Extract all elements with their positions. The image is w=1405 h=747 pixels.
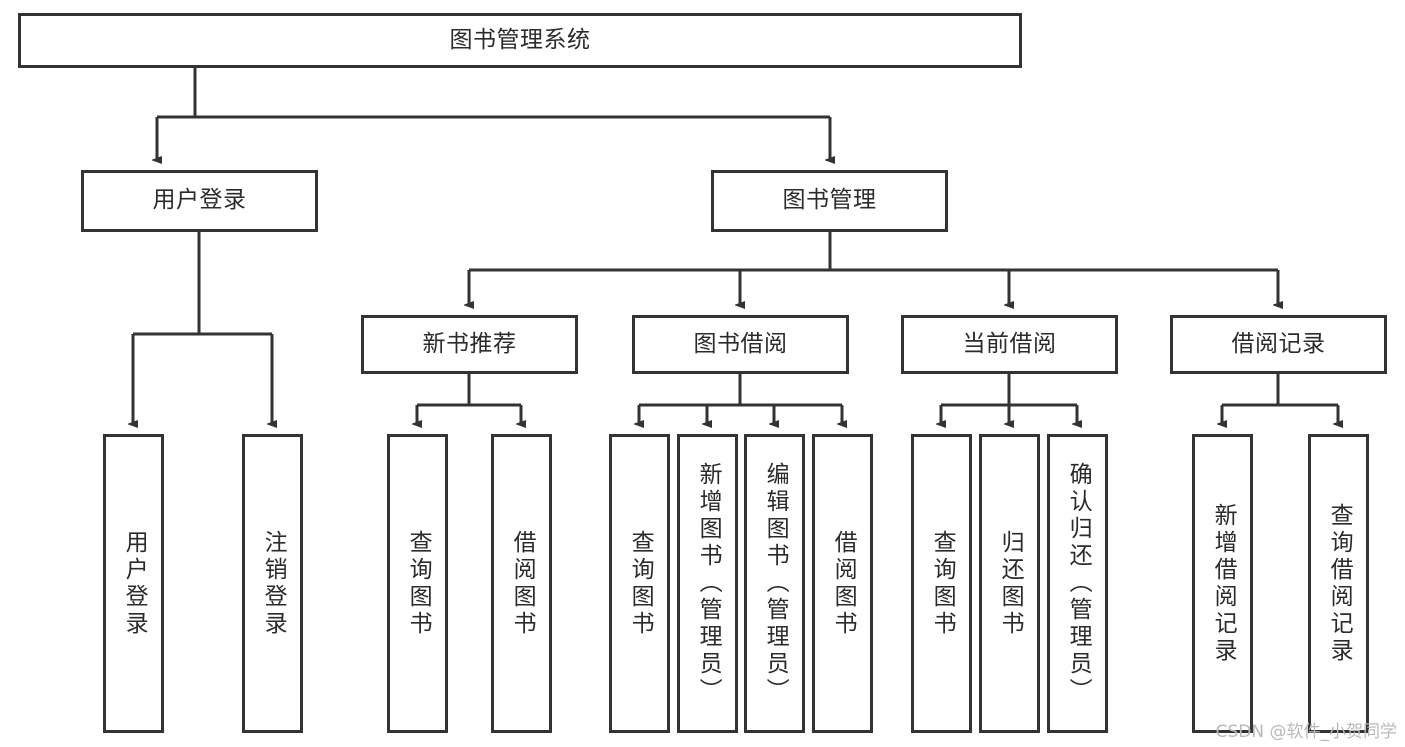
- leaf-current-borrow-return[interactable]: 归还图书: [979, 434, 1040, 733]
- leaf-new-book-query[interactable]: 查询图书: [387, 434, 448, 733]
- leaf-book-borrow-add[interactable]: 新增图书（管理员）: [677, 434, 738, 733]
- node-book-manage-label: 图书管理: [782, 187, 877, 214]
- node-book-borrow-label: 图书借阅: [693, 330, 788, 357]
- leaf-label: 新增图书（管理员）: [695, 462, 722, 705]
- leaf-label: 借阅图书: [830, 529, 857, 638]
- leaf-label: 查询图书: [929, 529, 956, 638]
- leaf-book-borrow-edit[interactable]: 编辑图书（管理员）: [744, 434, 805, 733]
- leaf-new-book-borrow[interactable]: 借阅图书: [491, 434, 552, 733]
- node-current-borrow-label: 当前借阅: [962, 330, 1057, 357]
- leaf-user-login-login[interactable]: 用户登录: [103, 434, 164, 733]
- leaf-label: 新增借阅记录: [1210, 502, 1237, 665]
- leaf-label: 注销登录: [260, 529, 287, 638]
- node-root-label: 图书管理系统: [449, 26, 591, 53]
- leaf-user-login-logout[interactable]: 注销登录: [242, 434, 303, 733]
- leaf-book-borrow-query[interactable]: 查询图书: [609, 434, 670, 733]
- leaf-label: 用户登录: [121, 529, 148, 638]
- leaf-label: 查询图书: [627, 529, 654, 638]
- leaf-label: 确认归还（管理员）: [1065, 462, 1092, 705]
- leaf-borrow-record-add[interactable]: 新增借阅记录: [1192, 434, 1253, 733]
- leaf-label: 借阅图书: [509, 529, 536, 638]
- node-borrow-record[interactable]: 借阅记录: [1170, 315, 1387, 374]
- node-new-book-recommend[interactable]: 新书推荐: [361, 315, 578, 374]
- leaf-current-borrow-confirm[interactable]: 确认归还（管理员）: [1047, 434, 1108, 733]
- node-root[interactable]: 图书管理系统: [18, 13, 1022, 68]
- node-book-borrow[interactable]: 图书借阅: [632, 315, 849, 374]
- leaf-book-borrow-borrow[interactable]: 借阅图书: [812, 434, 873, 733]
- leaf-label: 查询借阅记录: [1326, 502, 1353, 665]
- node-borrow-record-label: 借阅记录: [1231, 330, 1326, 357]
- leaf-label: 归还图书: [997, 529, 1024, 638]
- leaf-borrow-record-query[interactable]: 查询借阅记录: [1308, 434, 1369, 733]
- node-current-borrow[interactable]: 当前借阅: [901, 315, 1118, 374]
- node-user-login[interactable]: 用户登录: [81, 170, 318, 232]
- leaf-label: 编辑图书（管理员）: [762, 462, 789, 705]
- node-new-book-recommend-label: 新书推荐: [422, 330, 517, 357]
- node-user-login-label: 用户登录: [152, 187, 247, 214]
- leaf-current-borrow-query[interactable]: 查询图书: [911, 434, 972, 733]
- leaf-label: 查询图书: [405, 529, 432, 638]
- node-book-manage[interactable]: 图书管理: [711, 170, 948, 232]
